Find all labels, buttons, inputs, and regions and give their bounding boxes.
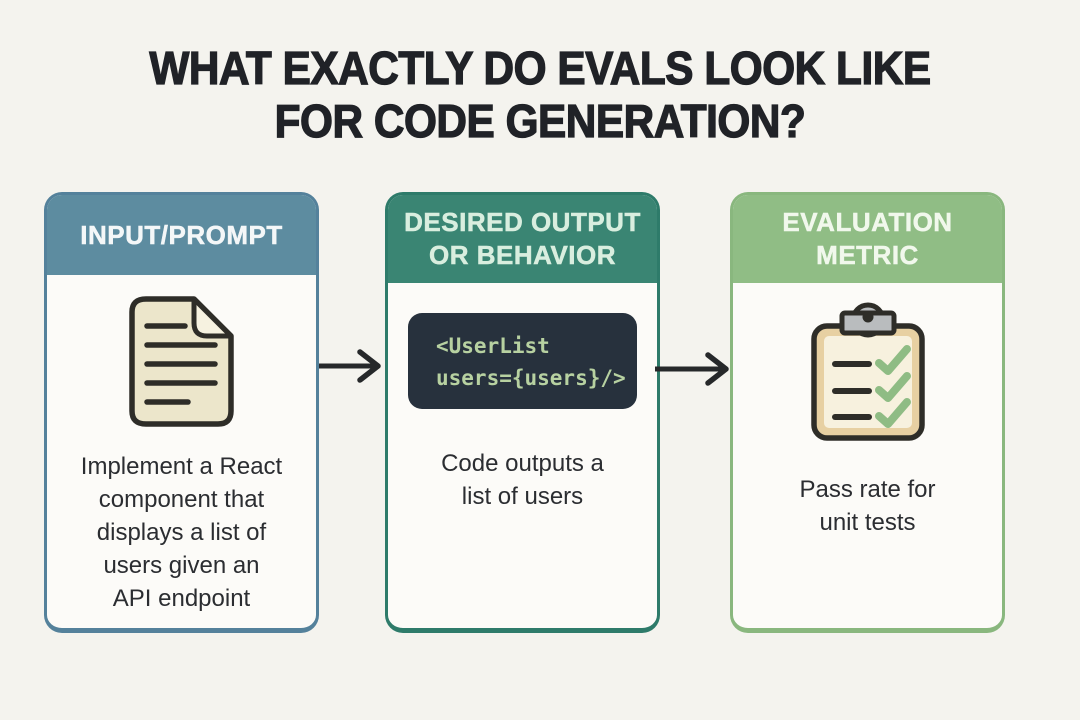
flow-arrow-1 xyxy=(319,349,381,383)
card-desired-output: DESIRED OUTPUT OR BEHAVIOR <UserList use… xyxy=(385,192,660,633)
card-header-evaluation-metric: EVALUATION METRIC xyxy=(733,195,1002,283)
card-evaluation-metric: EVALUATION METRIC Pass rate for unit tes… xyxy=(730,192,1005,633)
card-input-prompt: INPUT/PROMPT Implement a React component… xyxy=(44,192,319,633)
code-snippet: <UserList users={users}/> xyxy=(408,313,637,409)
card-body-input-prompt: Implement a React component that display… xyxy=(80,453,283,612)
flow-arrow-2 xyxy=(655,352,729,386)
document-icon xyxy=(129,296,234,427)
clipboard-icon xyxy=(811,302,925,441)
page-title: WHAT EXACTLY DO EVALS LOOK LIKE FOR CODE… xyxy=(149,41,932,147)
card-body-evaluation-metric: Pass rate for unit tests xyxy=(799,476,936,536)
card-header-input-prompt: INPUT/PROMPT xyxy=(47,195,316,275)
card-header-desired-output: DESIRED OUTPUT OR BEHAVIOR xyxy=(388,195,657,283)
card-body-desired-output: Code outputs a list of users xyxy=(441,450,604,510)
